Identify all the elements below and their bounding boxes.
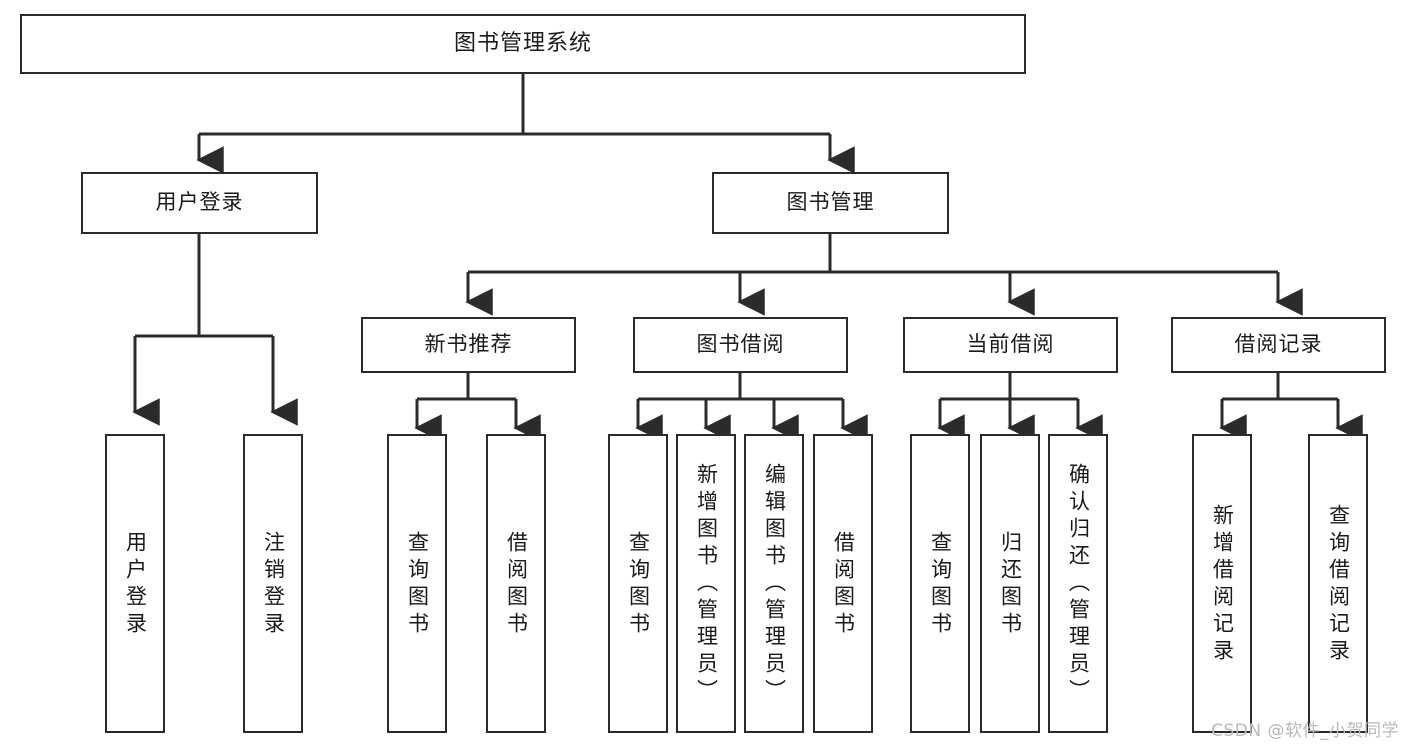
leaf-recommend-query-book[interactable]: 查询图书 [387,434,447,733]
node-root-system[interactable]: 图书管理系统 [20,14,1026,74]
leaf-user-logout[interactable]: 注销登录 [243,434,303,733]
node-book-management[interactable]: 图书管理 [712,172,949,234]
leaf-borrow-edit-book-admin[interactable]: 编辑图书（管理员） [744,434,804,733]
leaf-borrow-query-book[interactable]: 查询图书 [608,434,668,733]
node-borrow-record[interactable]: 借阅记录 [1171,317,1386,373]
leaf-record-query-borrow-record[interactable]: 查询借阅记录 [1308,434,1368,733]
node-current-borrow[interactable]: 当前借阅 [903,317,1118,373]
node-user-login[interactable]: 用户登录 [81,172,318,234]
leaf-current-return-book[interactable]: 归还图书 [980,434,1040,733]
leaf-recommend-borrow-book[interactable]: 借阅图书 [486,434,546,733]
leaf-record-add-borrow-record[interactable]: 新增借阅记录 [1192,434,1252,733]
node-new-book-recommend[interactable]: 新书推荐 [361,317,576,373]
leaf-user-login[interactable]: 用户登录 [105,434,165,733]
leaf-current-confirm-return-admin[interactable]: 确认归还（管理员） [1048,434,1108,733]
leaf-current-query-book[interactable]: 查询图书 [910,434,970,733]
leaf-borrow-borrow-book[interactable]: 借阅图书 [813,434,873,733]
leaf-borrow-add-book-admin[interactable]: 新增图书（管理员） [676,434,736,733]
node-book-borrow[interactable]: 图书借阅 [633,317,848,373]
watermark-csdn: CSDN @软件_小贺同学 [1211,721,1399,741]
